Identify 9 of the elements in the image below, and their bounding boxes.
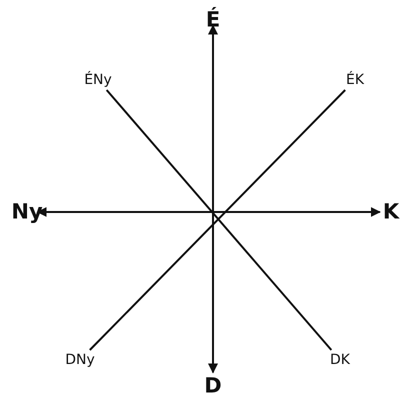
- direction-label: ÉNy: [84, 73, 112, 87]
- direction-label: É: [206, 10, 220, 30]
- direction-label: K: [382, 202, 400, 222]
- direction-label: DK: [330, 353, 350, 367]
- compass-arrow: [208, 24, 218, 374]
- direction-label: D: [204, 376, 222, 396]
- direction-label: DNy: [65, 353, 95, 367]
- direction-label: ÉK: [346, 73, 364, 87]
- direction-label: Ny: [11, 202, 43, 222]
